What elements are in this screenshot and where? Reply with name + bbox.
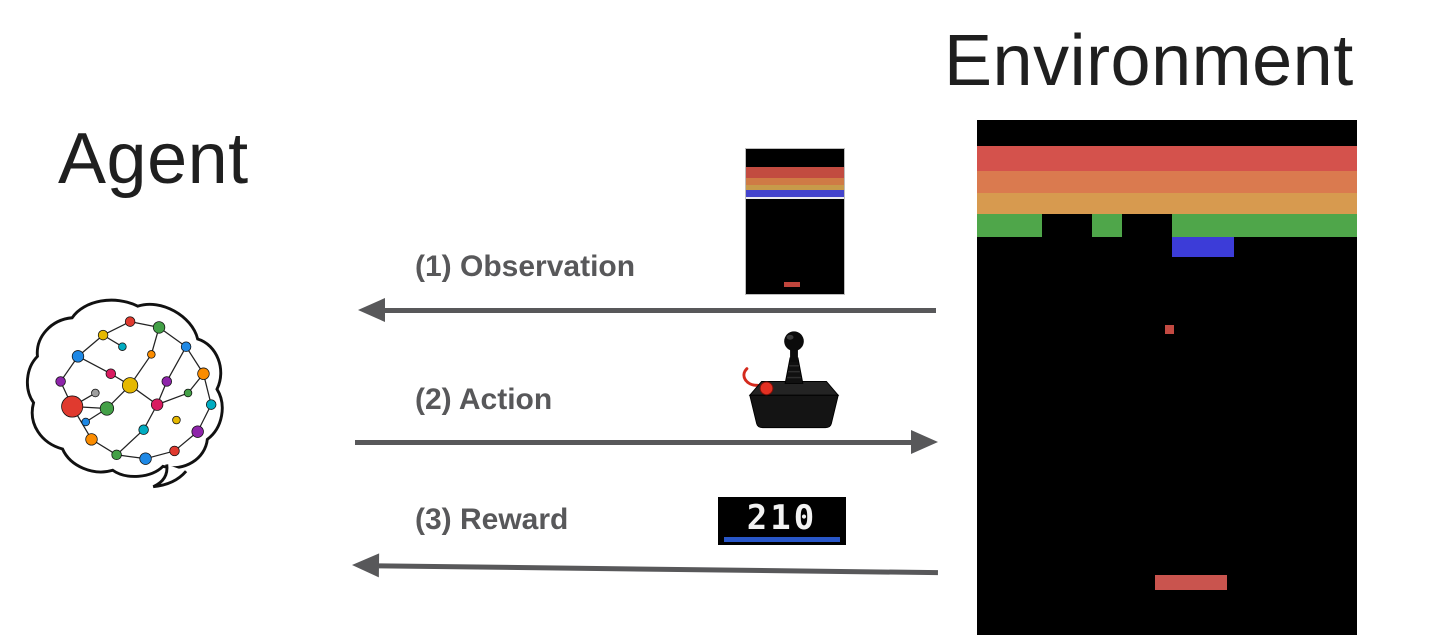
action-arrow-label: (2) Action xyxy=(415,383,553,416)
brick-row-red xyxy=(977,146,1357,171)
game-paddle xyxy=(1155,575,1227,590)
arrow-shaft xyxy=(385,307,936,313)
arrowhead-left-icon xyxy=(358,298,385,322)
brain-icon xyxy=(22,290,244,498)
brick-row-amber xyxy=(977,193,1357,214)
missing-brick-gap xyxy=(1042,214,1092,237)
thumb-brick-row-blue xyxy=(746,190,844,197)
arrow-shaft xyxy=(378,562,938,575)
thumb-top-gap xyxy=(746,149,844,167)
brain-network-illustration xyxy=(26,298,224,489)
observation-arrow-label: (1) Observation xyxy=(415,250,636,283)
arrowhead-right-icon xyxy=(911,430,938,454)
observation-arrow xyxy=(358,297,936,323)
game-ball xyxy=(1165,325,1174,334)
joystick-icon xyxy=(740,328,848,432)
blue-brick xyxy=(1172,237,1234,257)
arrowhead-left-icon xyxy=(351,553,380,578)
thumb-brick-row-red xyxy=(746,167,844,178)
score-underline xyxy=(724,537,840,542)
environment-label: Environment xyxy=(944,21,1354,101)
agent-label: Agent xyxy=(58,119,249,199)
arrow-shaft xyxy=(355,439,911,445)
observation-thumbnail-icon xyxy=(745,148,845,295)
reward-score-display: 210 xyxy=(718,497,846,545)
score-value: 210 xyxy=(746,498,818,538)
reward-arrow xyxy=(351,552,938,585)
brick-row-green xyxy=(977,214,1357,237)
thumb-line xyxy=(746,197,844,199)
thumb-brick-row-amber xyxy=(746,185,844,190)
thumb-brick-row-orange xyxy=(746,178,844,185)
breakout-game-screen xyxy=(977,120,1357,635)
reward-arrow-label: (3) Reward xyxy=(415,503,569,536)
screen-top-gap xyxy=(977,120,1357,146)
thumb-paddle xyxy=(784,282,800,287)
missing-brick-gap xyxy=(1122,214,1172,237)
action-arrow xyxy=(355,429,938,455)
brick-row-orange xyxy=(977,171,1357,193)
